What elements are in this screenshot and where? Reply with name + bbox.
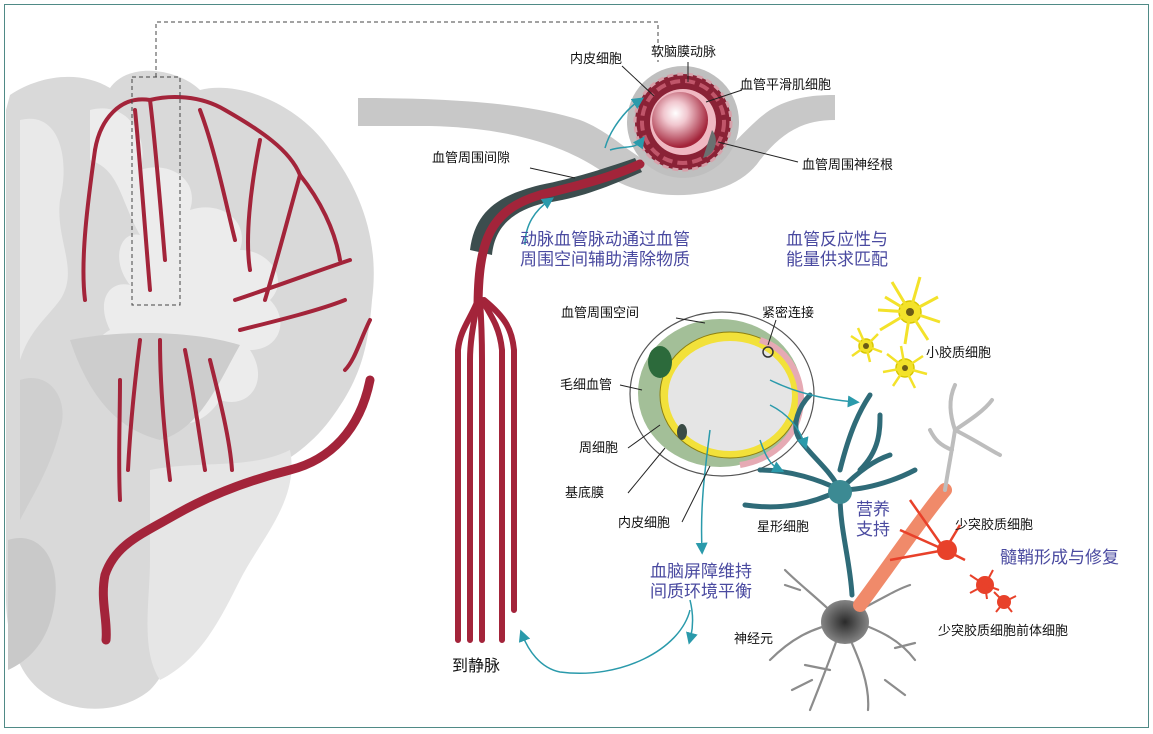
pial-artery-cross-section: [627, 66, 739, 178]
brain-section: [5, 70, 374, 709]
brain-vessels: [81, 95, 375, 645]
annotation-coupling-line1: 血管反应性与: [786, 230, 888, 250]
label-vsmc: 血管平滑肌细胞: [740, 78, 832, 93]
label-tight-junction: 紧密连接: [762, 306, 815, 321]
label-perivascular-nerve: 血管周围神经根: [802, 158, 894, 173]
annotation-clearance-line1: 动脉血管脉动通过血管: [520, 230, 690, 250]
label-basement-membrane: 基底膜: [565, 486, 605, 501]
label-endothelial-top: 内皮细胞: [570, 52, 623, 67]
label-capillary: 毛细血管: [560, 378, 613, 393]
label-neuron: 神经元: [734, 632, 774, 647]
annotation-clearance: 动脉血管脉动通过血管 周围空间辅助清除物质: [520, 230, 690, 270]
label-perivascular-space: 血管周围空间: [561, 306, 640, 321]
label-perivascular-gap: 血管周围间隙: [432, 151, 511, 166]
penetrating-branches: [455, 297, 517, 643]
label-pericyte: 周细胞: [579, 441, 619, 456]
label-oligodendrocyte: 少突胶质细胞: [955, 518, 1034, 533]
oligodendrocyte-soma: [937, 540, 957, 560]
label-astrocyte: 星形细胞: [757, 520, 810, 535]
flow-arrows: [518, 97, 860, 674]
label-endothelial-bottom: 内皮细胞: [618, 516, 671, 531]
annotation-trophic: 营养 支持: [856, 500, 890, 540]
microglia: [850, 276, 941, 389]
annotation-bbb-line2: 间质环境平衡: [650, 582, 752, 602]
penetrating-artery: [473, 159, 645, 315]
pia-band: [358, 95, 835, 196]
capillary-cross-section: [629, 311, 815, 477]
annotation-myelin: 髓鞘形成与修复: [1000, 548, 1119, 568]
axon-branches: [928, 383, 1002, 492]
annotation-trophic-line1: 营养: [856, 500, 890, 520]
annotation-trophic-line2: 支持: [856, 520, 890, 540]
annotation-coupling-line2: 能量供求匹配: [786, 250, 888, 270]
myelin-sheath: [853, 483, 952, 612]
zoom-connector: [155, 21, 659, 77]
label-microglia: 小胶质细胞: [926, 346, 992, 361]
annotation-bbb: 血脑屏障维持 间质环境平衡: [650, 562, 752, 602]
label-pial-artery: 软脑膜动脉: [651, 45, 717, 60]
opc-cells: [969, 569, 1017, 613]
annotation-bbb-line1: 血脑屏障维持: [650, 562, 752, 582]
annotation-coupling: 血管反应性与 能量供求匹配: [786, 230, 888, 270]
astrocyte-soma: [828, 480, 852, 504]
annotation-clearance-line2: 周围空间辅助清除物质: [520, 250, 690, 270]
label-opc: 少突胶质细胞前体细胞: [938, 624, 1069, 639]
label-to-vein: 到静脉: [452, 656, 501, 675]
leader-lines: [529, 62, 799, 523]
oligodendrocyte: [889, 499, 966, 562]
